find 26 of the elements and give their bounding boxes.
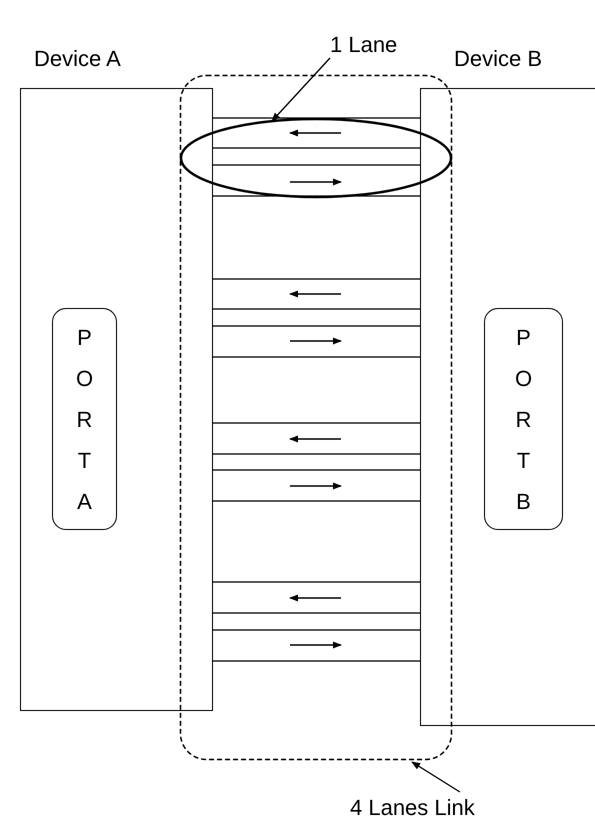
lane-line	[213, 660, 420, 662]
device-label: Device A	[34, 46, 121, 72]
lane-line	[213, 195, 420, 197]
port-label: PORT B	[514, 324, 534, 516]
lane-line	[213, 356, 420, 358]
lane-line	[213, 469, 420, 471]
lane-label: 1 Lane	[330, 32, 398, 58]
lane-line	[213, 308, 420, 310]
port-box	[52, 308, 117, 530]
lane-line	[213, 164, 420, 166]
lane-line	[213, 325, 420, 327]
lane-line	[213, 612, 420, 614]
lane-line	[213, 500, 420, 502]
link-label: 4 Lanes Link	[350, 795, 475, 821]
leader-line	[411, 761, 460, 793]
lane-line	[213, 581, 420, 583]
lane-line	[213, 422, 420, 424]
lane-line	[213, 117, 420, 119]
leader-line	[271, 58, 330, 122]
port-label: PORT A	[74, 324, 94, 516]
lane-line	[213, 278, 420, 280]
port-box	[484, 308, 563, 530]
lane-line	[213, 629, 420, 631]
lane-line	[213, 147, 420, 149]
lane-line	[213, 453, 420, 455]
device-label: Device B	[454, 46, 542, 72]
